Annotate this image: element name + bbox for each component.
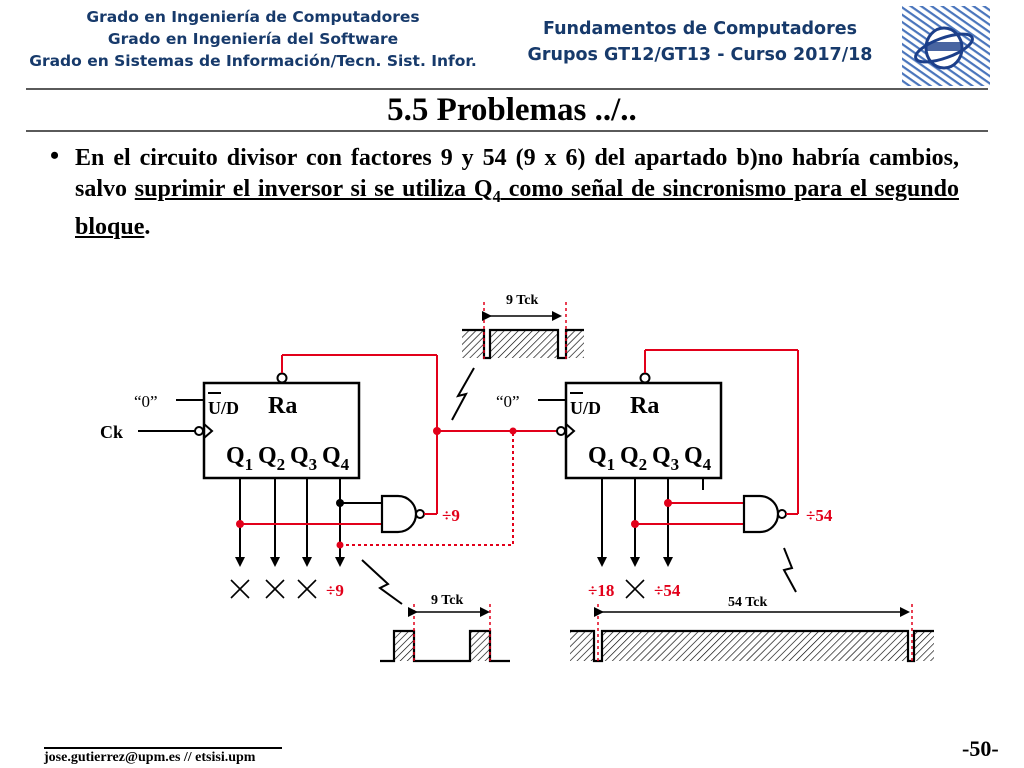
bottom-right-waveform: 54 Tck xyxy=(570,595,934,664)
top-waveform: 9 Tck xyxy=(462,293,584,362)
counter-2-ud-label: U/D xyxy=(570,398,601,418)
gate-2-div54-label: ÷54 xyxy=(806,506,833,525)
nand-gate-1 xyxy=(380,494,418,534)
counter-2-q4: Q4 xyxy=(684,443,712,474)
unused-output-mark-2 xyxy=(625,579,645,599)
counter-2-div18-label: ÷18 xyxy=(588,581,614,600)
university-logo xyxy=(902,6,990,86)
counter-2-ra-bubble xyxy=(639,372,651,384)
degree-line-2: Grado en Ingeniería del Software xyxy=(107,30,399,48)
footer-divider xyxy=(44,747,282,749)
counter-1-ud-label: U/D xyxy=(208,398,239,418)
nand-gate-2 xyxy=(742,494,780,534)
pointer-top xyxy=(451,367,475,421)
counter-2-q3: Q3 xyxy=(652,443,679,474)
counter-1-div9-output-label: ÷9 xyxy=(326,581,344,600)
top-wave-label: 9 Tck xyxy=(506,293,539,308)
pointer-bottom-left xyxy=(361,559,403,605)
counter-2-q1: Q1 xyxy=(588,443,615,474)
counter-1-ra-bubble xyxy=(276,372,288,384)
degree-line-1: Grado en Ingeniería de Computadores xyxy=(86,8,420,26)
counter-1-q1: Q1 xyxy=(226,443,253,474)
counter-2-div54-output-label: ÷54 xyxy=(654,581,681,600)
counter-1-q3: Q3 xyxy=(290,443,317,474)
counter-2-box xyxy=(564,381,723,480)
text-end: . xyxy=(144,213,151,240)
problem-text: En el circuito divisor con factores 9 y … xyxy=(75,143,959,243)
counter-2-zero-label: “0” xyxy=(496,392,520,411)
footer-email: jose.gutierrez@upm.es // etsisi.upm xyxy=(44,750,256,765)
bottom-left-waveform: 9 Tck xyxy=(380,593,510,664)
text-part-1: En el circuito divisor con factores 9 y … xyxy=(75,145,758,171)
gate-1-div9-label: ÷9 xyxy=(442,506,460,525)
counter-1-ra-label: Ra xyxy=(268,393,297,419)
header-right: Fundamentos de Computadores Grupos GT12/… xyxy=(490,16,910,68)
counter-1-q2: Q2 xyxy=(258,443,285,474)
subscript-4: 4 xyxy=(492,186,502,206)
counter-2-q2: Q2 xyxy=(620,443,647,474)
counter-1-clock-triangle xyxy=(203,423,214,439)
header-left: Grado en Ingeniería de Computadores Grad… xyxy=(8,6,498,72)
underlined-text-1: suprimir el inversor si se utiliza Q4 co… xyxy=(75,176,959,240)
degree-line-3: Grado en Sistemas de Información/Tecn. S… xyxy=(29,52,477,70)
bottom-left-wave-label: 9 Tck xyxy=(431,593,464,608)
text-part-2: no habría cambios, salvo xyxy=(75,145,959,202)
title-divider xyxy=(26,130,988,132)
counter-1-clock-bubble xyxy=(194,426,204,436)
counter-1-q4: Q4 xyxy=(322,443,350,474)
header-divider-top xyxy=(26,88,988,90)
course-groups: Grupos GT12/GT13 - Curso 2017/18 xyxy=(527,45,873,65)
page-number: -50- xyxy=(962,736,999,761)
bullet-point: • xyxy=(50,141,60,170)
unused-output-marks-1 xyxy=(230,579,317,599)
counter-2-ra-label: Ra xyxy=(630,393,659,419)
counter-1-zero-label: “0” xyxy=(134,392,158,411)
counter-1-box xyxy=(202,381,361,480)
pointer-right xyxy=(782,547,797,593)
bottom-right-wave-label: 54 Tck xyxy=(728,595,768,610)
course-name: Fundamentos de Computadores xyxy=(542,19,857,39)
page-title: 5.5 Problemas ../.. xyxy=(387,92,637,128)
clock-label: Ck xyxy=(100,422,123,442)
